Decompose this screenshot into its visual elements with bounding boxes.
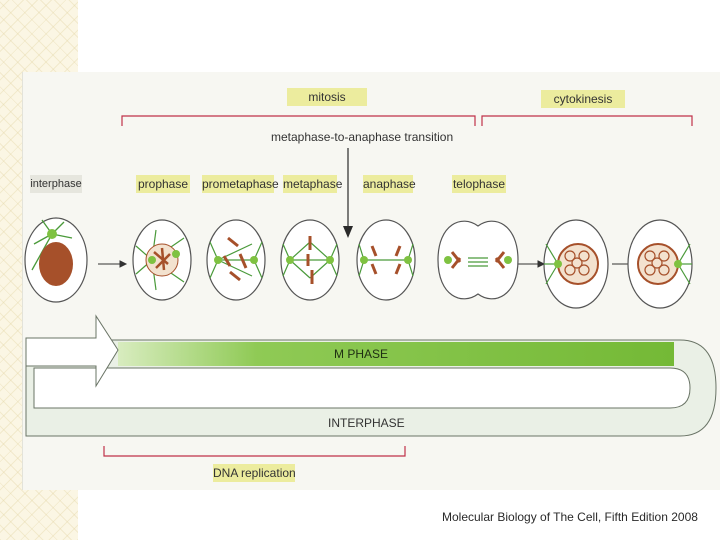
label-mitosis: mitosis: [287, 88, 367, 106]
stage-label-interphase: interphase: [30, 175, 82, 193]
mitosis-bracket: [122, 116, 475, 126]
cell-cytokinesis-b: [628, 220, 692, 308]
cell-metaphase: [281, 220, 339, 300]
figure-credit: Molecular Biology of The Cell, Fifth Edi…: [442, 510, 698, 524]
stage-label-prometaphase: prometaphase: [202, 175, 274, 193]
label-dna-replication: DNA replication: [213, 464, 295, 482]
band-label-m-phase: M PHASE: [334, 347, 388, 361]
stage-label-telophase: telophase: [452, 175, 506, 193]
m-phase-band: [118, 342, 674, 366]
band-label-interphase: INTERPHASE: [328, 416, 405, 430]
cell-prophase: [133, 220, 191, 300]
label-transition: metaphase-to-anaphase transition: [271, 130, 453, 144]
stage-label-prophase: prophase: [136, 175, 190, 193]
stage-label-anaphase: anaphase: [363, 175, 413, 193]
cell-telophase: [438, 221, 518, 299]
cell-prometaphase: [207, 220, 265, 300]
cell-cytokinesis-a: [544, 220, 608, 308]
stage-label-metaphase: metaphase: [283, 175, 337, 193]
cycle-loop-inner: [34, 368, 690, 408]
cell-interphase: [25, 218, 87, 302]
cell-anaphase: [357, 220, 415, 300]
label-cytokinesis: cytokinesis: [541, 90, 625, 108]
transition-arrowhead: [343, 226, 353, 238]
dna-replication-bracket: [104, 446, 405, 456]
cytokinesis-bracket: [482, 116, 692, 126]
